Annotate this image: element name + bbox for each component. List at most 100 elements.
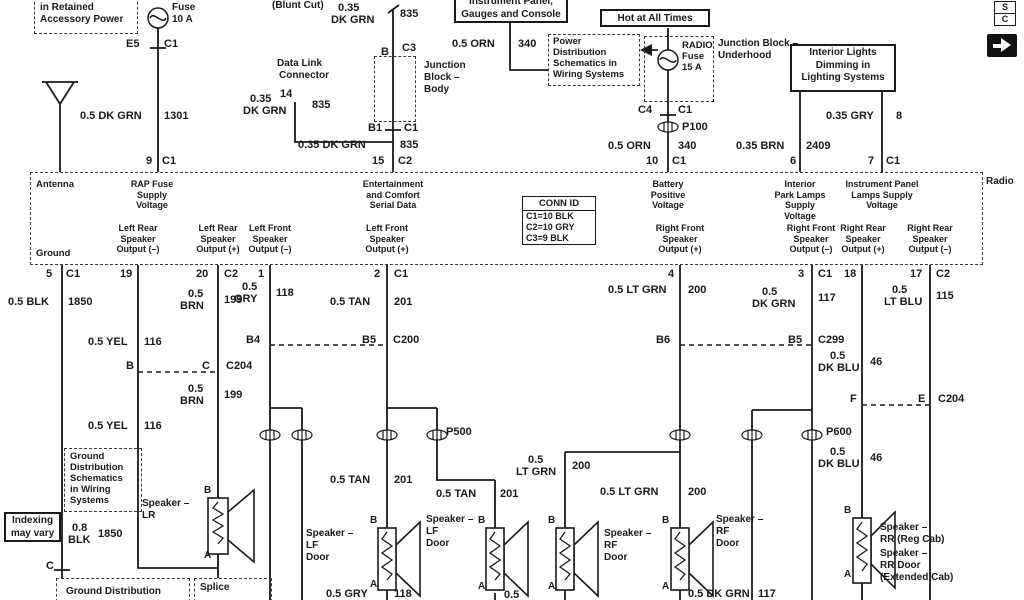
wire-dkblu-46a-num: 46 bbox=[870, 356, 883, 368]
page-forward-arrow-icon[interactable] bbox=[987, 34, 1017, 57]
wire-ltgrn-200c: 0.5 LT GRN bbox=[600, 486, 659, 498]
wire-gry-118-bottom-num: 118 bbox=[394, 588, 412, 600]
pin-6: 6 bbox=[790, 155, 797, 167]
conn-c4: C4 bbox=[638, 104, 653, 116]
pin-20-conn: C2 bbox=[224, 268, 239, 280]
wire-dkgrn-1301: 0.5 DK GRN bbox=[80, 110, 142, 122]
speaker-icon-lf-door-2 bbox=[485, 520, 529, 598]
wire-dkblu-46a-color: DK BLU bbox=[818, 362, 860, 374]
wire-ltgrn-200b-num: 200 bbox=[572, 460, 591, 472]
wire-blk-1850-num: 1850 bbox=[68, 296, 93, 308]
wire-lines bbox=[42, 4, 931, 600]
pin-7-conn: C1 bbox=[886, 155, 901, 167]
grid-reference-legend: S C bbox=[994, 1, 1016, 26]
conn-p600: P600 bbox=[826, 426, 852, 438]
indexing-may-vary-box: Indexing may vary bbox=[4, 512, 61, 542]
grid-ref-s: S bbox=[995, 2, 1015, 14]
pin-14: 14 bbox=[280, 88, 293, 100]
speaker-icon-rr bbox=[852, 510, 896, 590]
wire-ltgrn-200a-num: 200 bbox=[688, 284, 707, 296]
indexing-line1: Indexing bbox=[11, 515, 54, 526]
pin-17: 17 bbox=[910, 268, 923, 280]
hot-at-all-times-box: Hot at All Times bbox=[600, 9, 710, 27]
cavity-b6: B6 bbox=[656, 334, 671, 346]
power-dist-line1: Power bbox=[553, 36, 582, 47]
terminal-b-lf2: B bbox=[478, 515, 486, 526]
terminal-a-lf2: A bbox=[478, 581, 486, 592]
wire-ltgrn-200c-num: 200 bbox=[688, 486, 707, 498]
cavity-b5-c200: B5 bbox=[362, 334, 377, 346]
power-dist-line4: Wiring Systems bbox=[553, 69, 625, 80]
dlc-title-line2: Connector bbox=[279, 70, 329, 81]
conn-c204-left: C204 bbox=[226, 360, 253, 372]
inline-connector-lines bbox=[138, 344, 930, 406]
terminal-a-lr: A bbox=[204, 550, 212, 561]
wire-orn-340b-num: 340 bbox=[678, 140, 697, 152]
wire-blk8-size: 0.8 bbox=[72, 522, 88, 534]
interior-lights-line3: Lighting Systems bbox=[801, 72, 885, 83]
jb-body-line3: Body bbox=[424, 84, 449, 95]
wire-gry-118-size: 0.5 bbox=[242, 281, 258, 293]
junction-block-underhood-box bbox=[644, 36, 714, 102]
speaker-icon-lf-door-1 bbox=[377, 520, 421, 598]
conn-c4-c1: C1 bbox=[678, 104, 693, 116]
wire-gry-118-color: GRY bbox=[234, 293, 258, 305]
speaker-lf2-label1: Speaker – bbox=[426, 514, 474, 525]
wire-tan-201a: 0.5 TAN bbox=[330, 296, 371, 308]
wire-orn-340b: 0.5 ORN bbox=[608, 140, 651, 152]
wire-dkblu-46b-num: 46 bbox=[870, 452, 883, 464]
power-dist-line2: Distribution bbox=[553, 47, 607, 58]
pin-15-conn: C2 bbox=[398, 155, 413, 167]
pin-18: 18 bbox=[844, 268, 857, 280]
power-dist-line3: Schematics in bbox=[553, 58, 617, 69]
pin-20: 20 bbox=[196, 268, 209, 280]
wire-orn-340a: 0.5 ORN bbox=[452, 38, 495, 50]
wire-dkgrn-bottom: 0.5 DK GRN bbox=[688, 588, 750, 600]
conn-id-table: CONN ID C1=10 BLK C2=10 GRY C3=9 BLK bbox=[522, 196, 596, 245]
pin-9-conn: C1 bbox=[162, 155, 177, 167]
speaker-lr-label2: LR bbox=[142, 510, 156, 521]
wire-yel-116a-num: 116 bbox=[144, 336, 162, 348]
speaker-rf1-label3: Door bbox=[604, 552, 628, 563]
wire-blk-1850: 0.5 BLK bbox=[8, 296, 49, 308]
jb-underhood-line2: Underhood bbox=[718, 50, 772, 61]
hot-at-all-times-label: Hot at All Times bbox=[617, 13, 693, 24]
wire-partial-05: 0.5 bbox=[504, 589, 520, 600]
conn-c200: C200 bbox=[393, 334, 420, 346]
radio-fuse-line1: RADIO bbox=[682, 40, 713, 51]
terminal-a-rr: A bbox=[844, 569, 852, 580]
pin-15: 15 bbox=[372, 155, 385, 167]
cavity-b4: B4 bbox=[246, 334, 261, 346]
gd-schem-line3: Schematics bbox=[70, 473, 123, 484]
terminal-b-rr: B bbox=[844, 505, 852, 516]
feed-arrowhead-icon bbox=[640, 44, 652, 56]
pin-17-conn: C2 bbox=[936, 268, 951, 280]
ip-gauges-line1: Instrument Panel, bbox=[469, 0, 553, 7]
pin-10: 10 bbox=[646, 155, 659, 167]
wire-brn-199b-num: 199 bbox=[224, 389, 243, 401]
pin-3: 3 bbox=[798, 268, 805, 280]
radio-box bbox=[30, 172, 983, 265]
cavity-b1-c1: C1 bbox=[404, 122, 419, 134]
speaker-icons bbox=[207, 488, 896, 598]
ground-distribution-bottom-box bbox=[56, 578, 190, 600]
wire-tan-201c-num: 201 bbox=[500, 488, 519, 500]
radio-fuse-line2: Fuse bbox=[682, 51, 705, 62]
interior-lights-line2: Dimming in bbox=[815, 59, 871, 71]
jb-underhood-line1: Junction Block – bbox=[718, 38, 799, 49]
wire-dkgrn-1301-num: 1301 bbox=[164, 110, 189, 122]
wire-gry-8: 0.35 GRY bbox=[826, 110, 874, 122]
ip-gauges-line2: Gauges and Console bbox=[461, 8, 561, 20]
wire-ltgrn-200b-color: LT GRN bbox=[516, 466, 557, 478]
pin-5-conn: C1 bbox=[66, 268, 81, 280]
terminal-a-lf1: A bbox=[370, 579, 378, 590]
conn-id-title: CONN ID bbox=[523, 197, 595, 211]
wire-dkblu-46a-size: 0.5 bbox=[830, 350, 846, 362]
splice-box bbox=[194, 578, 272, 600]
